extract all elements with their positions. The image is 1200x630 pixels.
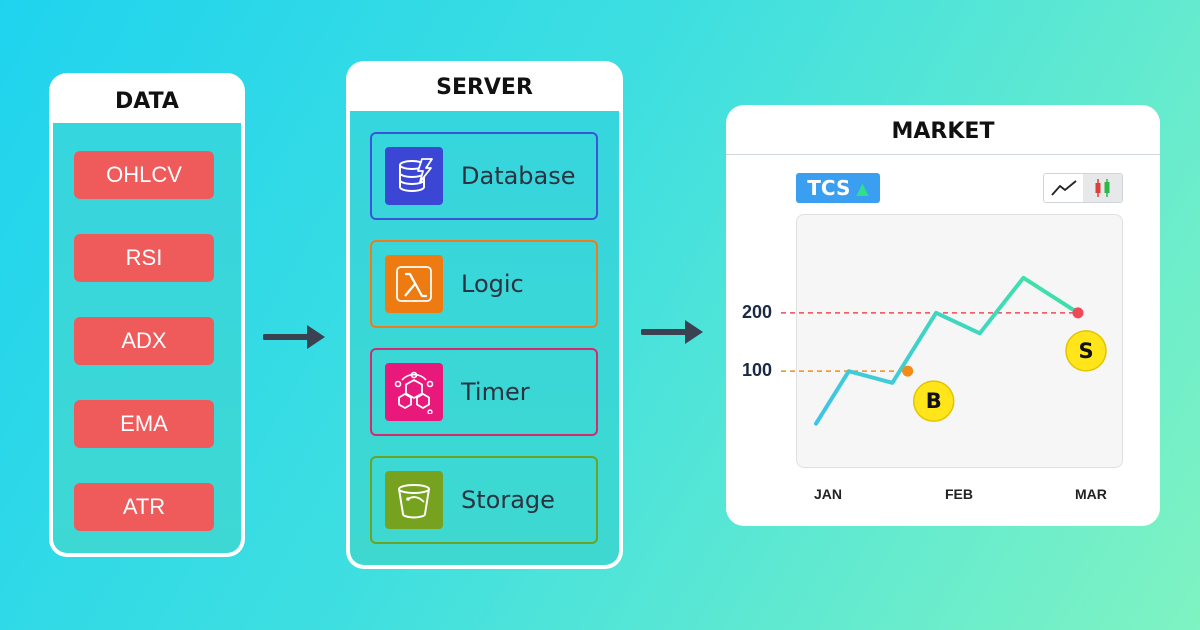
x-tick-label-feb: FEB bbox=[945, 486, 973, 502]
data-panel: DATA OHLCV RSI ADX EMA ATR bbox=[49, 73, 245, 557]
line-chart-icon bbox=[1050, 180, 1077, 196]
sell-marker: S bbox=[1065, 330, 1107, 372]
chart-type-toggle bbox=[1043, 173, 1123, 203]
sell-marker-label: S bbox=[1078, 339, 1093, 363]
metric-ohlcv: OHLCV bbox=[74, 151, 214, 199]
price-series-line bbox=[814, 275, 1080, 426]
candlestick-button[interactable] bbox=[1083, 174, 1122, 202]
server-panel-title: SERVER bbox=[436, 75, 533, 100]
line-chart-button[interactable] bbox=[1044, 174, 1083, 202]
sell-point bbox=[1072, 307, 1084, 319]
bucket-icon bbox=[385, 471, 443, 529]
service-logic-label: Logic bbox=[461, 270, 524, 298]
market-panel-title: MARKET bbox=[726, 105, 1160, 155]
ticker-badge[interactable]: TCS ▲ bbox=[796, 173, 880, 203]
buy-marker-label: B bbox=[926, 389, 942, 413]
metric-atr: ATR bbox=[74, 483, 214, 531]
candlestick-icon bbox=[1095, 179, 1109, 197]
x-tick-label-mar: MAR bbox=[1075, 486, 1107, 502]
metric-ema: EMA bbox=[74, 400, 214, 448]
service-timer: Timer bbox=[370, 348, 598, 436]
service-database-label: Database bbox=[461, 162, 576, 190]
metric-rsi: RSI bbox=[74, 234, 214, 282]
data-panel-title: DATA bbox=[115, 89, 179, 114]
flow-arrow-server-to-market bbox=[641, 320, 703, 344]
database-icon bbox=[385, 147, 443, 205]
buy-marker: B bbox=[912, 380, 955, 422]
service-logic: Logic bbox=[370, 240, 598, 328]
trend-up-icon: ▲ bbox=[856, 178, 869, 198]
price-chart: B S bbox=[781, 275, 1107, 426]
y-tick-label-200: 200 bbox=[742, 301, 773, 322]
server-panel: SERVER Database Logic bbox=[346, 61, 623, 569]
service-storage-label: Storage bbox=[461, 486, 555, 514]
event-timer-icon bbox=[385, 363, 443, 421]
data-panel-body: OHLCV RSI ADX EMA ATR bbox=[53, 123, 241, 553]
service-database: Database bbox=[370, 132, 598, 220]
market-panel: MARKET TCS ▲ bbox=[726, 105, 1160, 526]
service-storage: Storage bbox=[370, 456, 598, 544]
flow-arrow-data-to-server bbox=[263, 325, 325, 349]
buy-point bbox=[902, 365, 914, 377]
ticker-symbol: TCS bbox=[807, 176, 851, 200]
lambda-icon bbox=[385, 255, 443, 313]
y-tick-label-100: 100 bbox=[742, 360, 773, 381]
metric-adx: ADX bbox=[74, 317, 214, 365]
server-panel-body: Database Logic bbox=[350, 111, 619, 565]
x-tick-label-jan: JAN bbox=[814, 486, 843, 502]
service-timer-label: Timer bbox=[461, 378, 530, 406]
